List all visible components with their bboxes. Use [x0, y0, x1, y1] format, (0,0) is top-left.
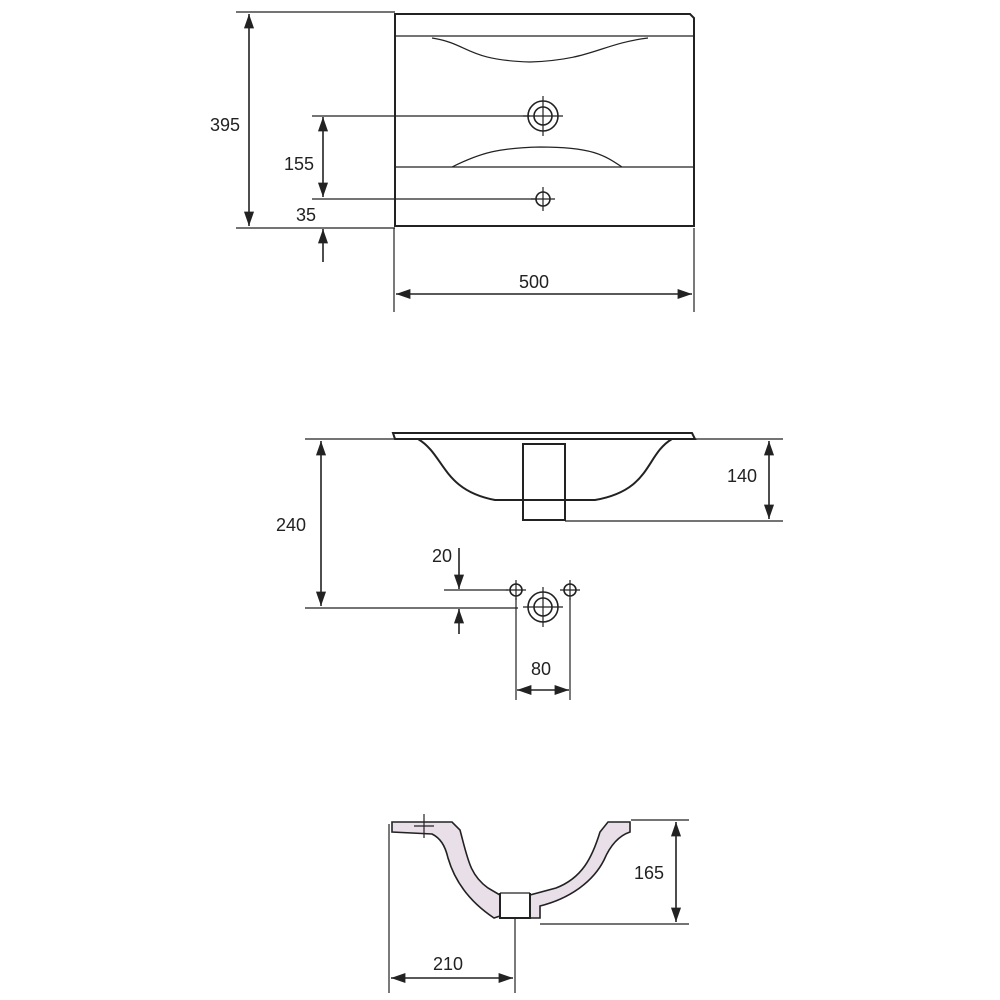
- lower-rim-curve: [451, 146, 623, 168]
- dim-width-label: 500: [519, 272, 549, 292]
- dim-tap-spacing-label: 80: [531, 659, 551, 679]
- basin-outline: [394, 13, 695, 227]
- dim-section-depth-label: 165: [634, 863, 664, 883]
- dim-overflow-offset-label: 35: [296, 205, 316, 225]
- side-rim: [391, 432, 697, 440]
- section-right-wall: [529, 821, 631, 919]
- tap-hole-right-icon: [560, 580, 580, 600]
- side-bowl: [417, 438, 673, 501]
- dim-basin-depth-label: 140: [727, 466, 757, 486]
- dim-tap-offset-label: 20: [432, 546, 452, 566]
- section-left-wall: [391, 821, 501, 919]
- side-view: 240 140 20 80: [276, 432, 783, 700]
- tap-hole-left-icon: [506, 580, 526, 600]
- upper-rim-curve: [431, 37, 649, 63]
- side-drain-spout: [522, 443, 566, 521]
- dim-drain-position-label: 210: [433, 954, 463, 974]
- dim-height-label: 395: [210, 115, 240, 135]
- section-drain-outlet: [499, 893, 531, 919]
- tap-hole-center-icon: [523, 587, 563, 627]
- top-view: 395 155 35 500: [210, 11, 695, 312]
- dim-drain-offset-label: 155: [284, 154, 314, 174]
- section-view: 165 210: [388, 814, 689, 993]
- dim-total-depth-label: 240: [276, 515, 306, 535]
